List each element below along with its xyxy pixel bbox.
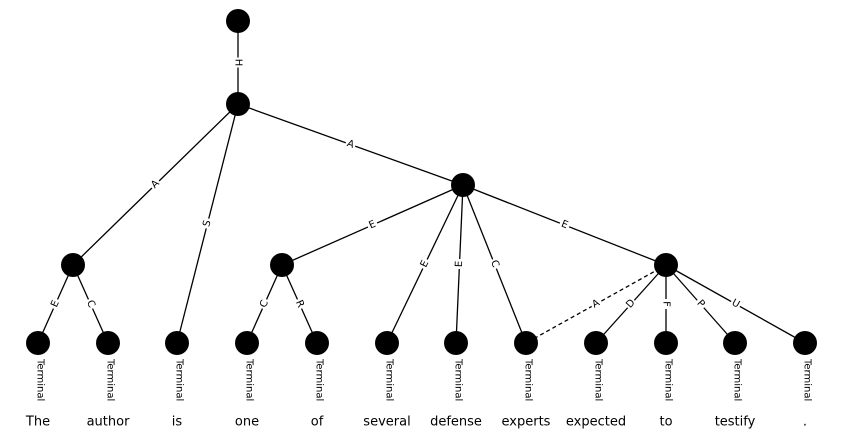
edge-label-a: A [590, 297, 601, 310]
edge-label-bg [147, 176, 164, 193]
edge-label-bg [487, 257, 502, 271]
node-root[interactable] [226, 9, 250, 33]
word-token: testify [715, 415, 756, 430]
terminal-type-label: Terminal [35, 358, 46, 401]
edge-label-bg [256, 296, 273, 312]
edge-label-bg [660, 299, 672, 309]
edge-label-u: U [730, 297, 742, 310]
words-layer: The author is one of several defense experts exp… [25, 415, 807, 430]
edge-label-bg [417, 256, 433, 272]
edge-label-bg [343, 137, 358, 152]
word-token: The [25, 415, 50, 430]
edge-label-bg [200, 217, 215, 230]
terminal-type-label: Terminal [523, 358, 534, 401]
edge-label-bg [82, 296, 99, 312]
edge-label-c: C [488, 259, 501, 270]
terminal-node-t7[interactable] [514, 331, 538, 355]
word-token: to [659, 415, 672, 430]
edge-label-h: H [233, 59, 244, 67]
terminal-labels-layer: Terminal Terminal Terminal Terminal Terminal… [35, 358, 813, 401]
terminal-type-label: Terminal [174, 358, 185, 401]
terminal-node-t1[interactable] [96, 331, 120, 355]
node-n1[interactable] [226, 92, 250, 116]
word-token: several [363, 415, 410, 430]
terminal-node-t11[interactable] [793, 331, 817, 355]
edge-label-r: R [293, 299, 306, 310]
word-token: of [311, 415, 324, 430]
edge-label-bg [692, 296, 709, 312]
edge-label-bg [588, 296, 604, 312]
terminal-type-label: Terminal [105, 358, 116, 401]
word-token: . [803, 415, 807, 430]
terminal-node-t10[interactable] [723, 331, 747, 355]
nodes-layer [26, 9, 817, 355]
edge-label-bg [728, 296, 743, 312]
edge-label-e: E [49, 299, 62, 309]
terminal-node-t9[interactable] [654, 331, 678, 355]
edge-label-bg [47, 296, 64, 312]
terminal-type-label: Terminal [663, 358, 674, 401]
terminal-node-t0[interactable] [26, 331, 50, 355]
node-n_big[interactable] [451, 173, 475, 197]
edge-label-bg [623, 296, 639, 312]
word-token: defense [430, 415, 482, 430]
terminal-node-t3[interactable] [235, 331, 259, 355]
edge-label-bg [365, 217, 380, 233]
edge-label-bg [453, 258, 466, 270]
terminal-type-label: Terminal [244, 358, 255, 401]
edge-label-c: C [84, 299, 97, 310]
node-n_expected[interactable] [654, 253, 678, 277]
terminal-node-t2[interactable] [165, 331, 189, 355]
terminal-node-t4[interactable] [305, 331, 329, 355]
edge-label-bg [557, 217, 572, 233]
terminal-type-label: Terminal [453, 358, 464, 401]
edge-label-f: F [661, 301, 672, 307]
terminal-type-label: Terminal [314, 358, 325, 401]
node-n_one_of[interactable] [270, 253, 294, 277]
edge-label-c: C [258, 299, 271, 310]
edge-label-s: S [201, 219, 213, 228]
word-token: expected [566, 415, 626, 430]
node-n_the_author[interactable] [61, 253, 85, 277]
word-token: author [87, 415, 130, 430]
terminal-node-t8[interactable] [584, 331, 608, 355]
terminal-type-label: Terminal [732, 358, 743, 401]
edge-label-bg [232, 57, 244, 68]
word-token: is [172, 415, 183, 430]
terminal-node-t5[interactable] [375, 331, 399, 355]
edge-label-e: E [367, 219, 377, 232]
edge-label-a: A [345, 138, 355, 151]
terminal-type-label: Terminal [593, 358, 604, 401]
terminal-type-label: Terminal [802, 358, 813, 401]
edge-label-e: E [560, 219, 570, 232]
edge-label-e: E [454, 261, 465, 268]
edge-label-bg [291, 296, 308, 312]
terminal-node-t6[interactable] [444, 331, 468, 355]
edge-label-e: E [419, 259, 432, 269]
word-token: one [235, 415, 259, 430]
edge-label-p: P [694, 298, 706, 310]
word-token: experts [502, 415, 551, 430]
terminal-type-label: Terminal [384, 358, 395, 401]
